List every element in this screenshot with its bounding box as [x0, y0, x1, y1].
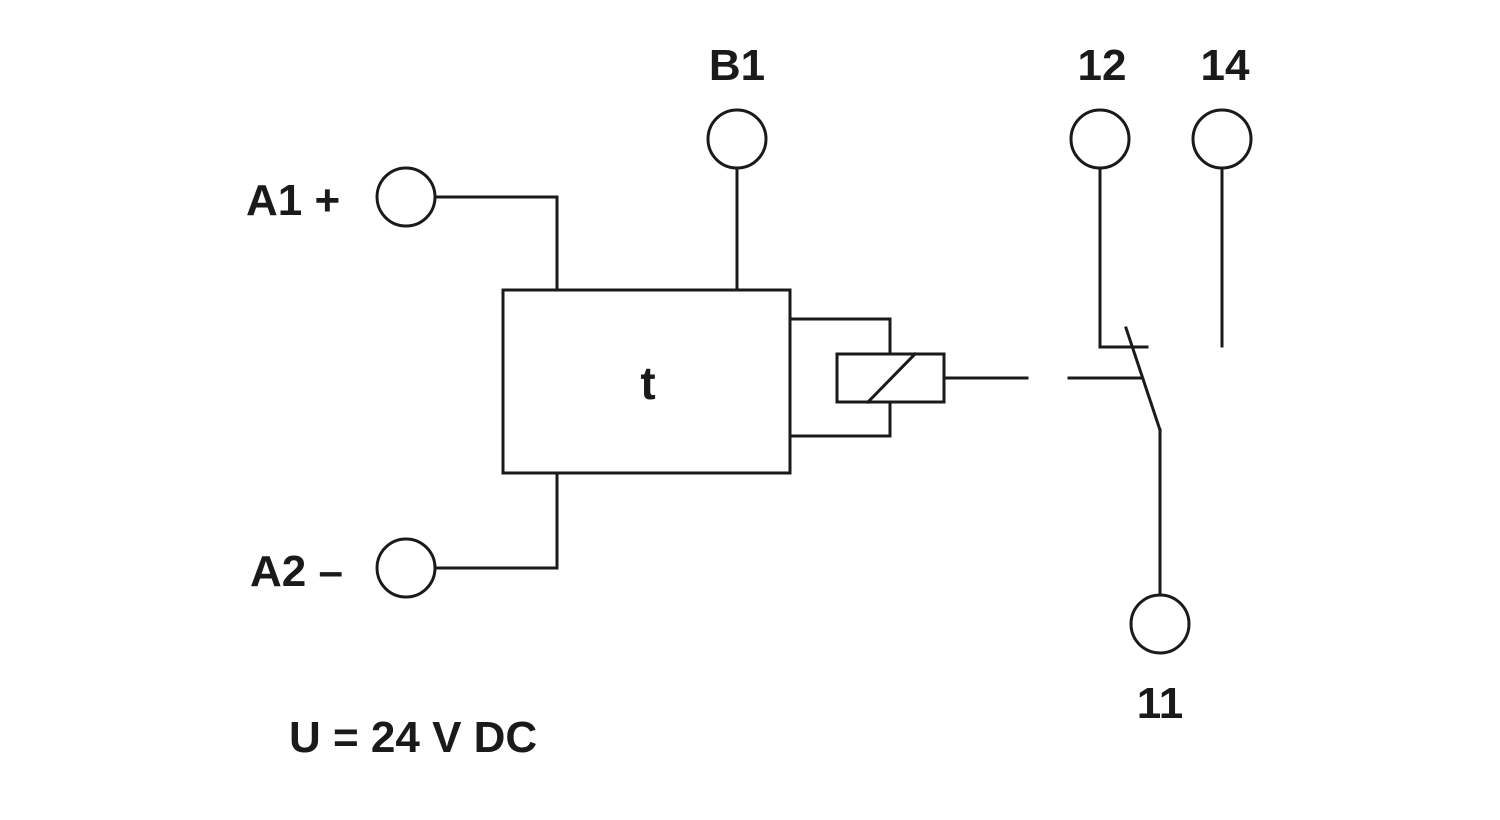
- terminal-a2: A2 –: [250, 471, 559, 599]
- timer-block-box: [501, 288, 792, 475]
- timer-block-label: t: [640, 357, 655, 409]
- terminal-11-label: 11: [1137, 679, 1184, 728]
- contact-blade: [1124, 326, 1162, 432]
- terminal-a2-circle: [375, 537, 437, 599]
- wire-12: [1098, 166, 1149, 349]
- terminal-b1: B1: [706, 41, 768, 292]
- wire-a2: [433, 471, 559, 570]
- supply-voltage-label: U = 24 V DC: [289, 713, 537, 762]
- terminal-b1-label: B1: [709, 41, 765, 90]
- coil-diagonal: [865, 351, 918, 405]
- terminal-12-label: 12: [1078, 41, 1127, 90]
- terminal-11-circle: [1129, 593, 1191, 655]
- relay-coil: [788, 317, 946, 438]
- coil-wire-bottom: [788, 400, 892, 438]
- terminal-a2-label: A2 –: [250, 547, 343, 596]
- terminal-14-label: 14: [1201, 41, 1250, 90]
- changeover-contact: 12 14 11: [1069, 41, 1253, 728]
- terminal-a1-circle: [375, 166, 437, 228]
- coil-wire-top: [788, 317, 892, 356]
- terminal-12-circle: [1069, 108, 1131, 170]
- timer-block: t: [501, 288, 792, 475]
- terminal-14-circle: [1191, 108, 1253, 170]
- terminal-a1: A1 +: [246, 166, 559, 292]
- terminal-b1-circle: [706, 108, 768, 170]
- terminal-a1-label: A1 +: [246, 176, 340, 225]
- wire-a1: [433, 195, 559, 292]
